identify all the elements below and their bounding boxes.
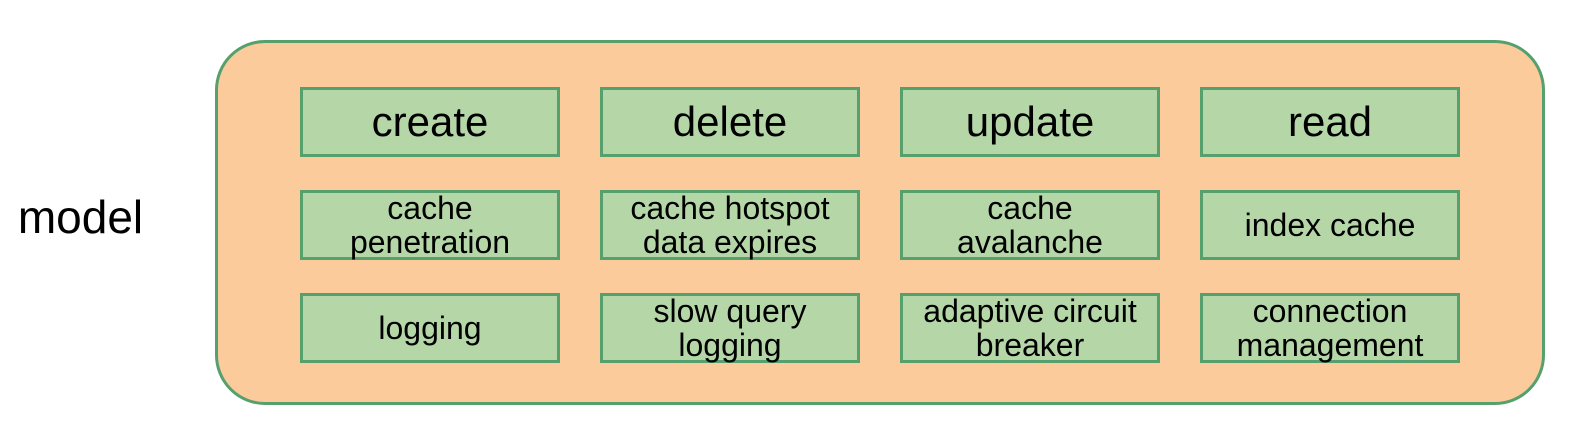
node-create: create (300, 87, 560, 157)
node-cache-penetration: cache penetration (300, 190, 560, 260)
node-slow-query-logging: slow query logging (600, 293, 860, 363)
node-update: update (900, 87, 1160, 157)
node-cache-hotspot-data-expires: cache hotspot data expires (600, 190, 860, 260)
node-cache-avalanche: cache avalanche (900, 190, 1160, 260)
node-index-cache: index cache (1200, 190, 1460, 260)
model-group-container: create delete update read cache penetrat… (215, 40, 1545, 405)
model-label: model (17, 191, 144, 243)
node-adaptive-circuit-breaker: adaptive circuit breaker (900, 293, 1160, 363)
node-delete: delete (600, 87, 860, 157)
node-connection-management: connection management (1200, 293, 1460, 363)
node-read: read (1200, 87, 1460, 157)
node-logging: logging (300, 293, 560, 363)
